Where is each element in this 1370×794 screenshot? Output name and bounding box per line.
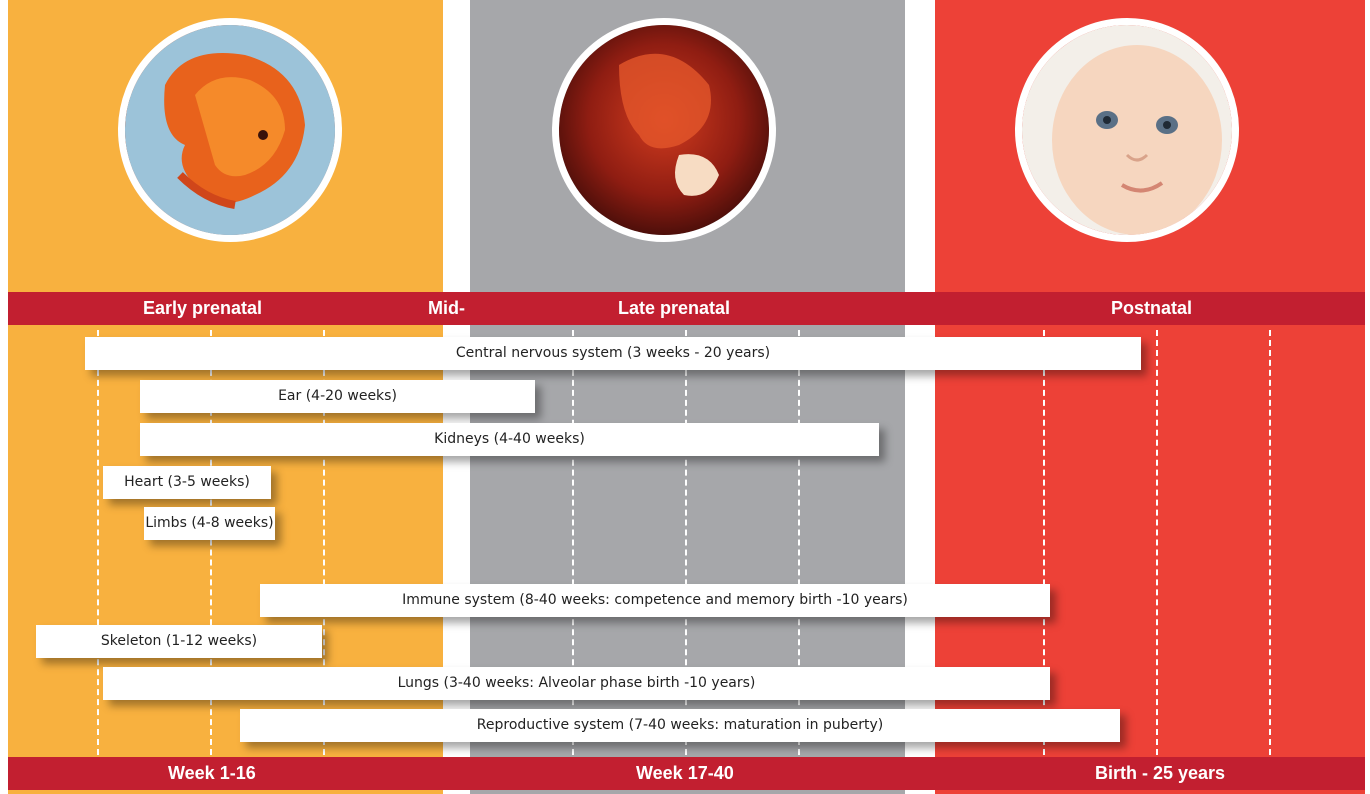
embryo-photo	[118, 18, 342, 242]
baby-illustration	[1022, 25, 1232, 235]
system-bar-heart: Heart (3-5 weeks)	[103, 466, 271, 499]
stage-late-prenatal: Late prenatal	[618, 292, 730, 325]
fetus-illustration	[559, 25, 769, 235]
system-bar-skeleton: Skeleton (1-12 weeks)	[36, 625, 322, 658]
tick-line	[1269, 330, 1271, 755]
baby-photo	[1015, 18, 1239, 242]
system-bar-immune: Immune system (8-40 weeks: competence an…	[260, 584, 1050, 617]
embryo-illustration	[125, 25, 335, 235]
period-week-17-40: Week 17-40	[636, 757, 734, 790]
tick-line	[97, 330, 99, 755]
period-footer-bar: Week 1-16 Week 17-40 Birth - 25 years	[8, 757, 1365, 790]
system-bar-cns: Central nervous system (3 weeks - 20 yea…	[85, 337, 1141, 370]
stage-early-prenatal: Early prenatal	[143, 292, 262, 325]
period-birth-25-years: Birth - 25 years	[1095, 757, 1225, 790]
system-bar-reproductive: Reproductive system (7-40 weeks: maturat…	[240, 709, 1120, 742]
system-bar-limbs: Limbs (4-8 weeks)	[144, 507, 275, 540]
fetus-photo	[552, 18, 776, 242]
tick-line	[1156, 330, 1158, 755]
stage-header-bar: Early prenatal Mid- Late prenatal Postna…	[8, 292, 1365, 325]
stage-postnatal: Postnatal	[1111, 292, 1192, 325]
system-bar-ear: Ear (4-20 weeks)	[140, 380, 535, 413]
period-week-1-16: Week 1-16	[168, 757, 256, 790]
system-bar-lungs: Lungs (3-40 weeks: Alveolar phase birth …	[103, 667, 1050, 700]
stage-mid: Mid-	[428, 292, 465, 325]
system-bar-kidneys: Kidneys (4-40 weeks)	[140, 423, 879, 456]
